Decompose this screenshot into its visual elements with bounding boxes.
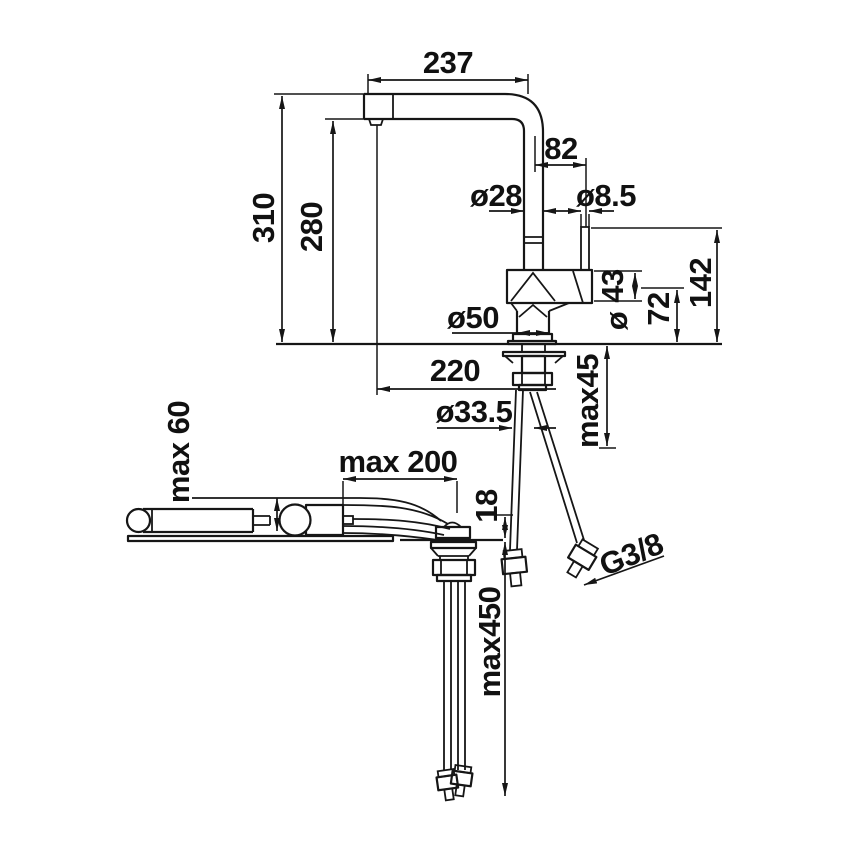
dim-label-pullout-extension: max 200 bbox=[339, 444, 458, 479]
hose-curve bbox=[342, 504, 449, 525]
dim-label-max-deck: max45 bbox=[570, 354, 605, 448]
dim-label-handle-height: 72 bbox=[641, 292, 676, 325]
nut-collar bbox=[517, 383, 548, 392]
dimension-labels: 237 82 ø28 ø8.5 310 280 43 ø 72 142 ø50 … bbox=[161, 45, 718, 697]
bottom-fitting-left bbox=[435, 767, 460, 802]
laid-head-cap bbox=[125, 507, 152, 534]
shank-dome bbox=[443, 521, 462, 528]
dim-label-hose-length: max450 bbox=[472, 587, 507, 698]
column-chevron bbox=[518, 303, 548, 318]
laid-body bbox=[304, 503, 345, 537]
dim-label-spout-diameter: ø28 bbox=[470, 178, 522, 213]
laid-spout-tube bbox=[143, 507, 255, 534]
shank-neck bbox=[521, 344, 546, 352]
counter-bar bbox=[126, 534, 395, 543]
dim-label-spout-height: 280 bbox=[294, 202, 329, 252]
dim-label-hole-diameter: ø33.5 bbox=[436, 394, 513, 429]
supply-hose-right bbox=[529, 391, 585, 544]
washer-sides bbox=[504, 355, 564, 364]
dim-label-base-diameter: ø50 bbox=[447, 300, 499, 335]
dim-label-head-clearance: max 60 bbox=[161, 401, 196, 503]
lower-mounting-nut bbox=[431, 558, 477, 577]
mounting-nut bbox=[511, 371, 554, 387]
laid-connector bbox=[253, 515, 271, 526]
lower-figure-installation bbox=[125, 497, 503, 802]
aerator-bump bbox=[368, 118, 384, 126]
threaded-shank bbox=[520, 354, 547, 375]
bottom-fitting-right bbox=[449, 763, 474, 798]
rod bbox=[580, 226, 590, 270]
laid-tab bbox=[342, 515, 354, 525]
nut-facets bbox=[521, 373, 546, 385]
lower-nut-facets bbox=[440, 560, 468, 575]
upper-figure-faucet bbox=[276, 92, 722, 588]
lower-collar bbox=[434, 525, 472, 540]
dim-label-rod-height: 142 bbox=[683, 258, 718, 308]
dim-label-handle-length: 43 bbox=[595, 269, 630, 303]
dim-label-outlet-reach: 220 bbox=[430, 353, 480, 388]
mixer-body bbox=[505, 268, 594, 305]
base-flange bbox=[506, 339, 558, 346]
lower-washer-sides bbox=[430, 547, 477, 557]
laid-base-circle bbox=[278, 503, 312, 537]
dim-label-rod-offset: 82 bbox=[544, 131, 577, 166]
pullout-hose bbox=[443, 581, 466, 770]
body-taper bbox=[510, 302, 570, 312]
leader-g38 bbox=[583, 555, 665, 586]
hose-curve bbox=[342, 532, 439, 541]
supply-hose-left bbox=[509, 389, 524, 551]
body-chevron bbox=[510, 271, 556, 302]
dim-label-spout-reach: 237 bbox=[423, 45, 473, 80]
lower-nut-collar bbox=[435, 573, 473, 583]
dim-label-shank-offset: 18 bbox=[469, 489, 504, 523]
spout-outer-edge bbox=[364, 92, 545, 270]
handle-seam bbox=[572, 270, 584, 304]
dim-label-supply-thread: G3/8 bbox=[594, 526, 668, 583]
lower-washer bbox=[429, 540, 478, 550]
dim-label-rod-diameter: ø8.5 bbox=[576, 178, 636, 213]
dim-label-handle-dia-symbol: ø bbox=[599, 311, 634, 330]
dimension-lines bbox=[274, 74, 722, 796]
spout-inner-edge bbox=[364, 117, 526, 270]
dim-label-total-height: 310 bbox=[246, 193, 281, 243]
hose-fitting-right bbox=[566, 538, 600, 579]
hose-curve bbox=[192, 497, 442, 522]
base-step bbox=[511, 332, 554, 341]
